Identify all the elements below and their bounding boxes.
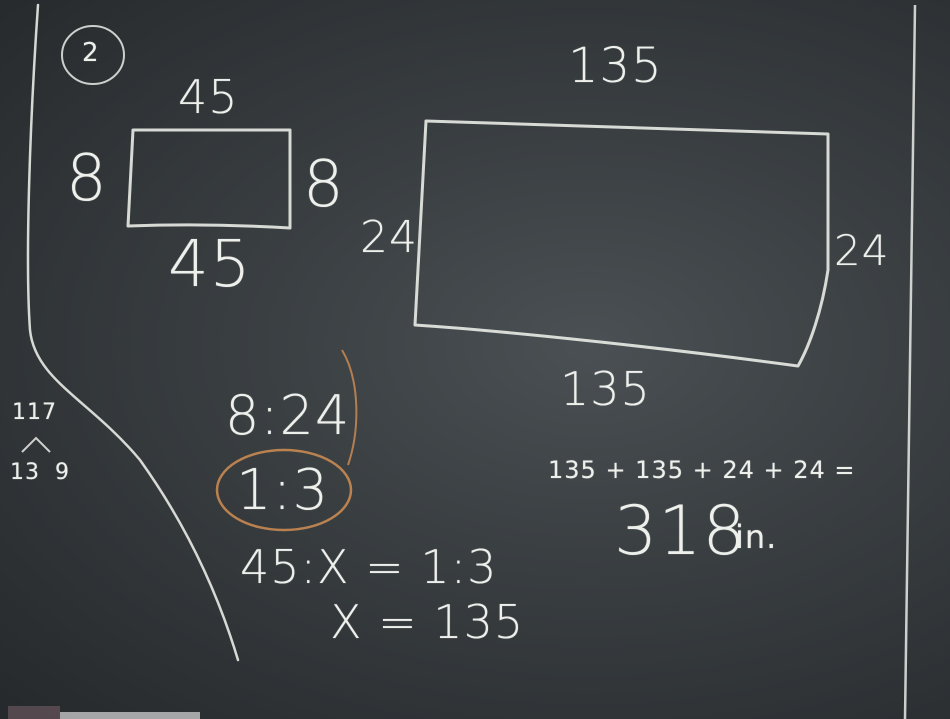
- right-border-line: [903, 4, 917, 719]
- chalk-tray: [60, 712, 200, 719]
- small-rect-top-label: 45: [178, 70, 239, 124]
- perimeter-unit: in.: [735, 518, 778, 556]
- small-rect-left-label: 8: [66, 142, 108, 216]
- proportion-line-2: X = 135: [330, 595, 525, 649]
- perimeter-result: 318: [614, 492, 747, 571]
- factor-tree-branches: [21, 436, 51, 453]
- eraser: [8, 706, 60, 719]
- factor-tree-right: 9: [55, 460, 70, 485]
- small-rect-bottom-label: 45: [168, 228, 252, 302]
- ratio-simplified-circle: [215, 448, 353, 532]
- large-rectangle: [413, 119, 830, 368]
- proportion-line-1: 45:X = 1:3: [240, 540, 498, 594]
- problem-number-circle: [61, 25, 125, 85]
- ratio-bracket: [341, 349, 358, 466]
- ratio-text: 8:24: [225, 384, 351, 447]
- problem-number: 2: [82, 38, 100, 68]
- large-rect-left-label: 24: [360, 212, 418, 263]
- factor-tree-left: 13: [10, 460, 40, 485]
- large-rect-top-label: 135: [568, 38, 663, 94]
- large-rect-right-label: 24: [834, 226, 890, 275]
- small-rectangle: [126, 128, 292, 230]
- small-rect-right-label: 8: [303, 148, 345, 222]
- large-rect-bottom-label: 135: [560, 362, 651, 416]
- margin-curve: [26, 3, 240, 662]
- factor-tree-root: 117: [12, 400, 57, 425]
- perimeter-sum: 135 + 135 + 24 + 24 =: [548, 456, 856, 484]
- ratio-simplified-text: 1:3: [236, 458, 330, 523]
